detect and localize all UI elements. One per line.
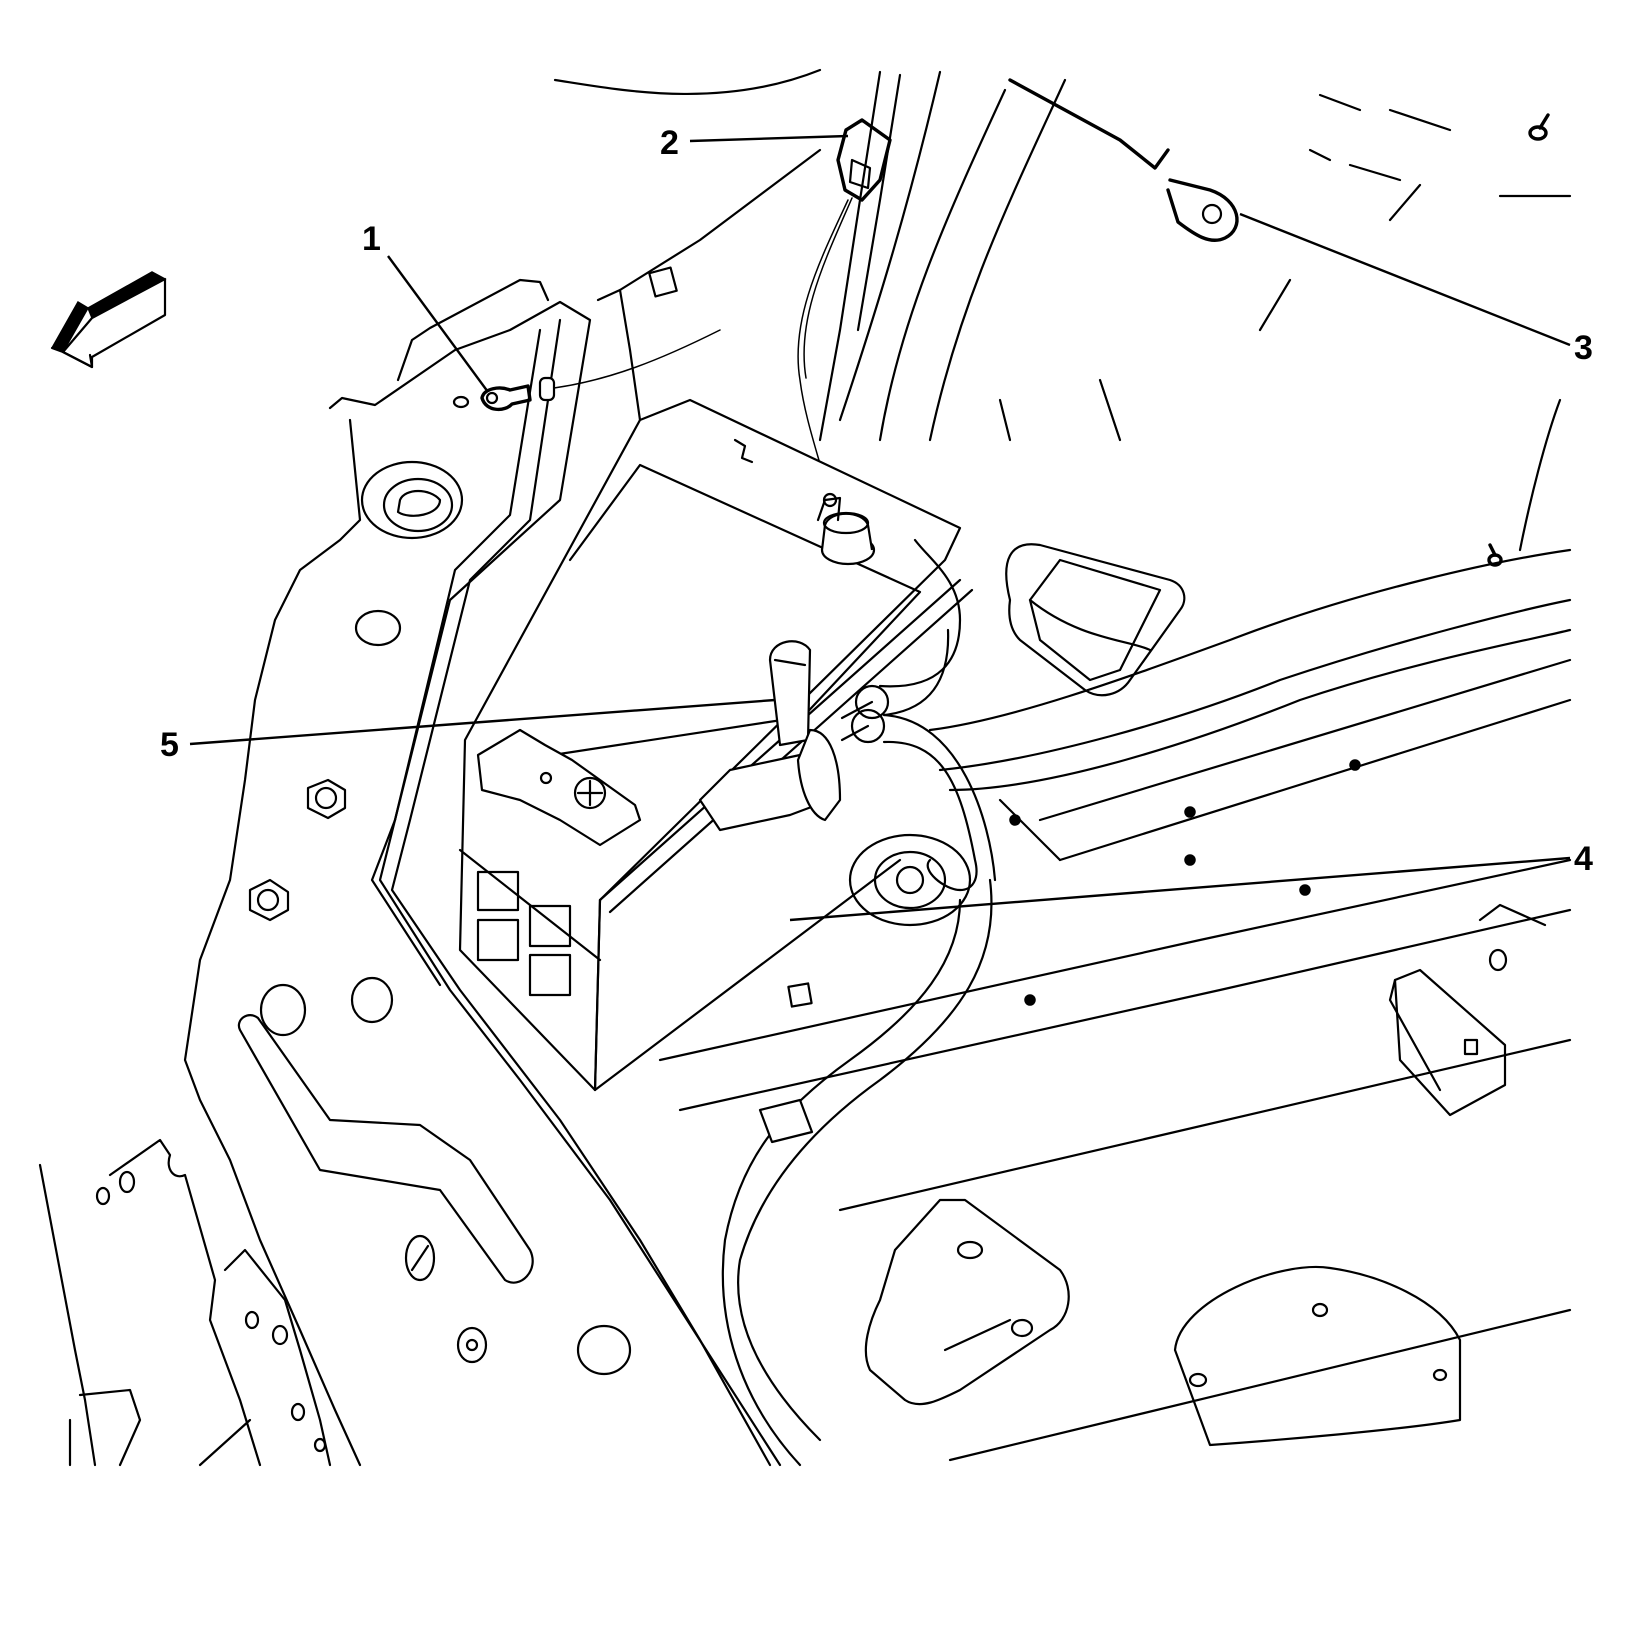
leader-5 <box>189 698 776 746</box>
battery <box>458 398 974 1092</box>
ring-terminal-1 <box>452 329 721 412</box>
upper-panel <box>396 68 942 442</box>
leader-4 <box>789 856 1571 922</box>
negative-terminal-post <box>816 492 876 566</box>
callout-leaders <box>189 134 1571 922</box>
cable-ring-terminal-3 <box>878 78 1239 442</box>
positive-cable-connector-5 <box>698 640 890 832</box>
callout-2: 2 <box>660 124 679 162</box>
leader-2 <box>689 134 849 143</box>
callout-5: 5 <box>160 726 179 764</box>
leader-1 <box>387 255 489 393</box>
front-direction-arrow-icon <box>50 271 167 369</box>
leader-3 <box>1239 212 1571 347</box>
callout-3: 3 <box>1574 329 1593 367</box>
battery-cable-4 <box>721 538 997 1467</box>
screw-icon <box>1487 113 1550 567</box>
bolt-icon <box>248 778 347 922</box>
callout-1: 1 <box>362 220 381 258</box>
frame-rail <box>183 300 782 1467</box>
positive-terminal-icon <box>476 728 642 847</box>
callout-4: 4 <box>1574 840 1593 878</box>
lower-left-subframe <box>38 1138 332 1467</box>
body-panels <box>658 93 1572 1462</box>
